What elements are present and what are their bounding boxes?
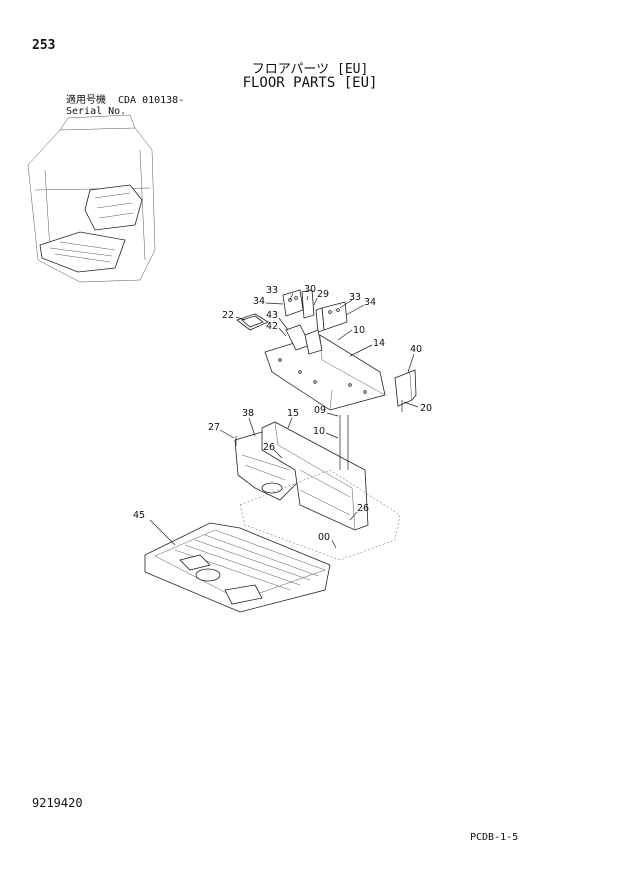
callout-label: 34	[364, 297, 376, 308]
callout-labels: 33 34 30 29 33 34 22 43 42 10 14 40 20 3…	[133, 284, 432, 543]
page-number: 253	[32, 38, 56, 53]
callout-label: 10	[313, 426, 325, 437]
callout-label: 10	[353, 325, 365, 336]
callout-label: 20	[420, 403, 432, 414]
page-code: PCDB-1-5	[470, 832, 519, 843]
upper-bracket-plates	[282, 289, 348, 333]
serial-label-en: Serial No.	[66, 106, 127, 117]
callout-label: 15	[287, 408, 299, 419]
gasket-plate	[236, 313, 269, 331]
leader-lines	[149, 292, 419, 549]
callout-label: 38	[242, 408, 254, 419]
callout-label: 33	[349, 292, 361, 303]
callout-label: 34	[253, 296, 265, 307]
side-bracket	[394, 369, 417, 412]
callout-label: 09	[314, 405, 326, 416]
floor-plate-upper	[264, 324, 386, 411]
callout-label: 40	[410, 344, 422, 355]
callout-label: 00	[318, 532, 330, 543]
callout-label: 26	[357, 503, 369, 514]
callout-label: 26	[263, 442, 275, 453]
callout-label: 33	[266, 285, 278, 296]
serial-label: 適用号機 Serial No.	[66, 95, 126, 117]
document-number: 9219420	[32, 796, 83, 810]
reference-outline	[239, 469, 401, 561]
serial-number-range: CDA 010138-	[118, 95, 185, 106]
page-title: FLOOR PARTS [EU]	[242, 75, 378, 91]
callout-label: 14	[373, 338, 385, 349]
callout-label: 45	[133, 510, 145, 521]
cab-overview-inset	[27, 114, 156, 283]
callout-label: 43	[266, 310, 278, 321]
serial-label-jp: 適用号機	[66, 95, 106, 106]
callout-label: 42	[266, 321, 278, 332]
callout-label: 30	[304, 284, 316, 295]
floor-mat	[144, 522, 331, 613]
callout-label: 29	[317, 289, 329, 300]
page-title-japanese: フロアパーツ [EU]	[251, 62, 369, 77]
callout-label: 27	[208, 422, 220, 433]
callout-label: 22	[222, 310, 234, 321]
